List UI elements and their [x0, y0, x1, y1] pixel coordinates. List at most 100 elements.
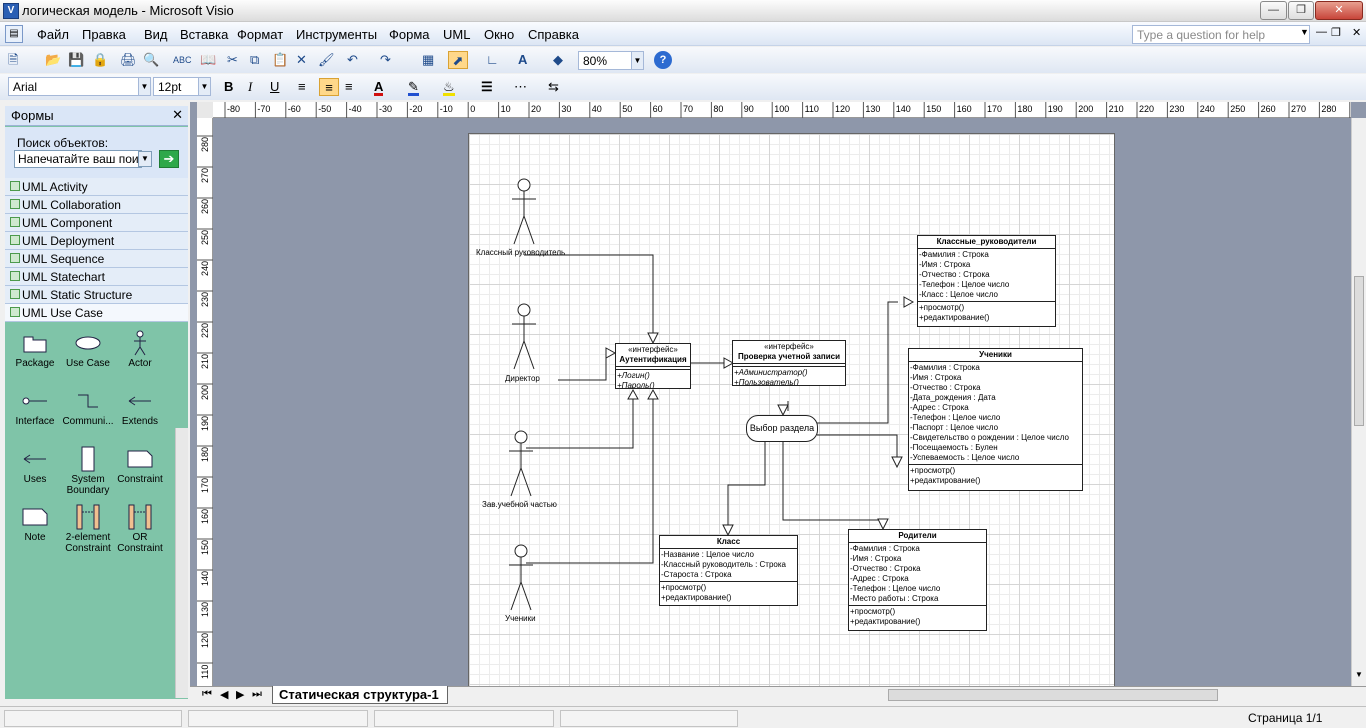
- delete-icon[interactable]: ✕: [296, 52, 307, 67]
- stencil-uml-activity[interactable]: UML Activity: [5, 178, 188, 196]
- line-color-icon[interactable]: ✎: [408, 79, 419, 96]
- fill-color-icon[interactable]: ♨: [443, 79, 455, 96]
- close-button[interactable]: ✕: [1315, 1, 1363, 20]
- menu-view[interactable]: Вид: [144, 27, 168, 42]
- minimize-button[interactable]: —: [1260, 1, 1287, 20]
- font-color-icon[interactable]: A: [374, 79, 384, 96]
- print-icon[interactable]: 🖨: [120, 52, 137, 67]
- stencil-uml-component[interactable]: UML Component: [5, 214, 188, 232]
- menu-insert[interactable]: Вставка: [180, 27, 229, 42]
- redo-icon[interactable]: ↷: [380, 52, 391, 67]
- shape-use-case[interactable]: Use Case: [62, 328, 114, 369]
- shape-uses[interactable]: Uses: [9, 444, 61, 485]
- shape-constraint[interactable]: Constraint: [114, 444, 166, 485]
- undo-icon[interactable]: ↶: [347, 52, 358, 67]
- main-vertical-scrollbar[interactable]: ▼: [1351, 118, 1366, 686]
- new-icon[interactable]: 🗎: [8, 52, 19, 67]
- menu-help[interactable]: Справка: [528, 27, 579, 42]
- scrollbar-thumb[interactable]: [888, 689, 1218, 701]
- scrollbar-thumb[interactable]: [1354, 276, 1364, 426]
- help-icon[interactable]: ?: [654, 51, 672, 69]
- interface-account-check[interactable]: «интерфейс»Проверка учетной записи +Адми…: [732, 340, 846, 386]
- permission-icon[interactable]: 🔒: [92, 52, 109, 67]
- maximize-button[interactable]: ❐: [1288, 1, 1314, 20]
- italic-icon[interactable]: I: [248, 79, 253, 94]
- class-homeroom-teachers[interactable]: Классные_руководители -Фамилия : Строка-…: [917, 235, 1056, 327]
- line-ends-icon[interactable]: ⇆: [548, 79, 559, 94]
- prev-page-icon[interactable]: ◀: [220, 689, 229, 701]
- paste-icon[interactable]: 📋: [272, 52, 289, 67]
- menu-window[interactable]: Окно: [484, 27, 515, 42]
- stencil-uml-collaboration[interactable]: UML Collaboration: [5, 196, 188, 214]
- format-painter-icon[interactable]: 🖌: [318, 52, 335, 67]
- open-icon[interactable]: 📂: [45, 52, 62, 67]
- chevron-down-icon[interactable]: ▼: [138, 151, 152, 167]
- shape-2-element-constraint[interactable]: 2-element Constraint: [62, 502, 114, 554]
- document-icon[interactable]: ▤: [5, 25, 23, 43]
- research-icon[interactable]: 📖: [200, 52, 217, 67]
- menu-edit[interactable]: Правка: [82, 27, 126, 42]
- shape-package[interactable]: Package: [9, 328, 61, 369]
- menu-shape[interactable]: Форма: [389, 27, 430, 42]
- stamp-tool-icon[interactable]: ◆: [553, 52, 563, 67]
- align-center-icon[interactable]: ≡: [319, 78, 339, 96]
- line-weight-icon[interactable]: ☰: [481, 79, 493, 94]
- search-go-icon[interactable]: ➔: [159, 150, 179, 168]
- stencil-uml-static-structure[interactable]: UML Static Structure: [5, 286, 188, 304]
- shape-interface[interactable]: Interface: [9, 386, 61, 427]
- bold-icon[interactable]: B: [224, 79, 234, 94]
- copy-icon[interactable]: ⧉: [250, 52, 260, 67]
- tab-static-structure[interactable]: Статическая структура-1: [272, 686, 448, 704]
- shapes-window-icon[interactable]: ▦: [422, 52, 435, 67]
- stencil-uml-deployment[interactable]: UML Deployment: [5, 232, 188, 250]
- class-parents[interactable]: Родители -Фамилия : Строка-Имя : Строка-…: [848, 529, 987, 631]
- align-right-icon[interactable]: ≡: [345, 79, 353, 94]
- close-icon[interactable]: ✕: [172, 107, 183, 122]
- chevron-down-icon[interactable]: ▼: [198, 78, 210, 95]
- print-preview-icon[interactable]: 🔍: [143, 52, 160, 67]
- doc-minimize-icon[interactable]: —: [1316, 26, 1327, 38]
- chevron-down-icon[interactable]: ▼: [138, 78, 150, 95]
- next-page-icon[interactable]: ▶: [236, 689, 245, 701]
- class-students[interactable]: Ученики -Фамилия : Строка-Имя : Строка-О…: [908, 348, 1083, 491]
- stencil-uml-sequence[interactable]: UML Sequence: [5, 250, 188, 268]
- state-section-select[interactable]: Выбор раздела: [746, 415, 818, 442]
- first-page-icon[interactable]: ⏮: [202, 688, 212, 700]
- text-tool-icon[interactable]: A: [518, 52, 528, 67]
- class-class[interactable]: Класс -Название : Целое число-Классный р…: [659, 535, 798, 606]
- main-horizontal-scrollbar[interactable]: [778, 688, 1350, 702]
- shapes-scrollbar[interactable]: [175, 428, 188, 698]
- last-page-icon[interactable]: ⏭: [252, 688, 262, 700]
- menu-tools[interactable]: Инструменты: [296, 27, 378, 42]
- align-left-icon[interactable]: ≡: [298, 79, 306, 94]
- shape-extends[interactable]: Extends: [114, 386, 166, 427]
- interface-authentication[interactable]: «интерфейс»Аутентификация +Логин()+Парол…: [615, 343, 691, 389]
- connector-tool-icon[interactable]: ∟: [486, 52, 499, 67]
- doc-close-icon[interactable]: ✕: [1352, 27, 1362, 39]
- stencil-uml-statechart[interactable]: UML Statechart: [5, 268, 188, 286]
- menu-uml[interactable]: UML: [443, 27, 471, 42]
- pointer-tool-icon[interactable]: ⬈: [448, 51, 468, 69]
- shape-communication[interactable]: Communi...: [62, 386, 114, 427]
- stencil-uml-use-case[interactable]: UML Use Case: [5, 304, 188, 322]
- zoom-select[interactable]: 80%▼: [578, 51, 644, 70]
- menu-file[interactable]: Файл: [37, 27, 69, 42]
- font-select[interactable]: Arial▼: [8, 77, 151, 96]
- chevron-down-icon[interactable]: ▼: [631, 52, 643, 69]
- line-pattern-icon[interactable]: ⋯: [514, 79, 527, 94]
- font-size-select[interactable]: 12pt▼: [153, 77, 211, 96]
- doc-restore-icon[interactable]: ❐: [1331, 27, 1341, 39]
- help-dropdown-icon[interactable]: ▼: [1300, 27, 1309, 37]
- save-icon[interactable]: 💾: [68, 52, 85, 67]
- search-input[interactable]: Напечатайте ваш поиск: [14, 150, 142, 168]
- underline-icon[interactable]: U: [270, 79, 280, 94]
- shape-or-constraint[interactable]: OR Constraint: [114, 502, 166, 554]
- chevron-down-icon[interactable]: ▼: [1355, 670, 1363, 679]
- menu-format[interactable]: Формат: [237, 27, 284, 42]
- shape-system-boundary[interactable]: System Boundary: [62, 444, 114, 496]
- help-search-input[interactable]: Type a question for help: [1132, 25, 1310, 44]
- shape-note[interactable]: Note: [9, 502, 61, 543]
- cut-icon[interactable]: ✂: [227, 52, 238, 67]
- spelling-icon[interactable]: ABC: [173, 55, 192, 65]
- shape-actor[interactable]: Actor: [114, 328, 166, 369]
